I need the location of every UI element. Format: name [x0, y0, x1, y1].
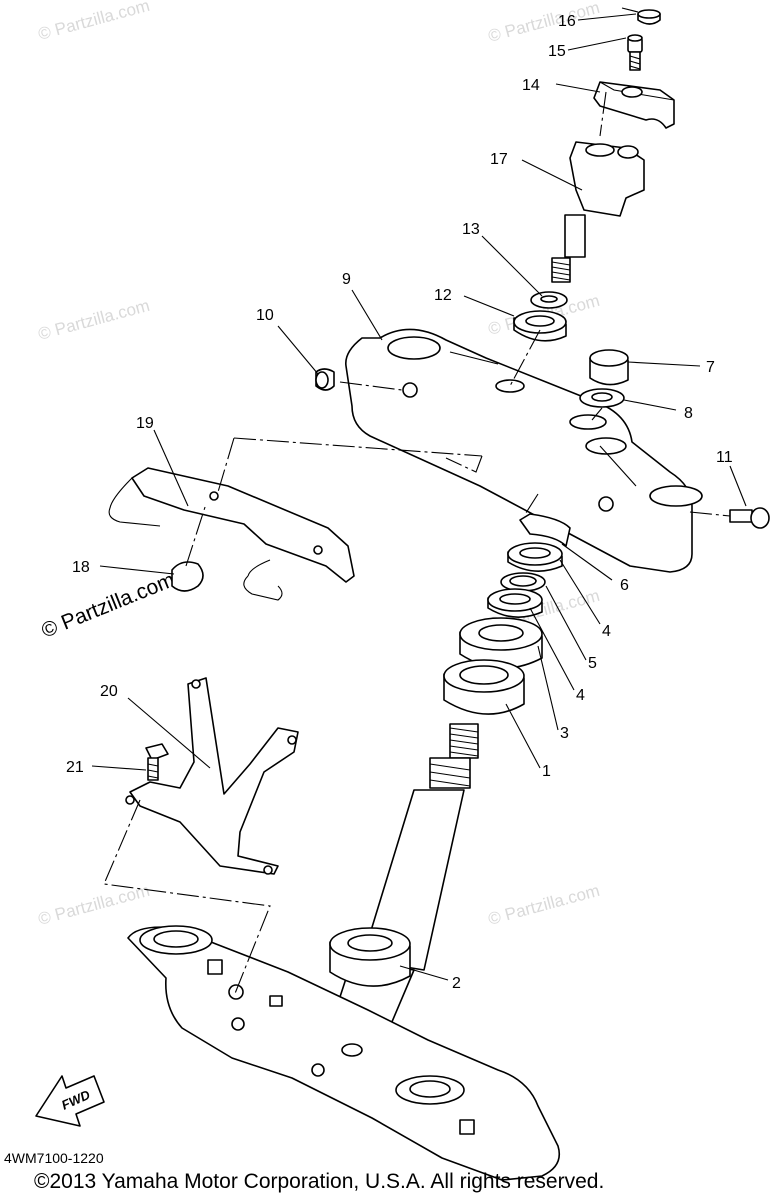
watermark-strong: © Partzilla.com — [38, 568, 178, 642]
nut-7 — [589, 349, 629, 386]
callout-9: 9 — [342, 271, 351, 288]
bearing-2 — [329, 927, 411, 987]
handlebar-holder-upper-14 — [593, 81, 675, 129]
callout-4-lower: 4 — [576, 687, 585, 704]
leader-lines — [91, 13, 747, 981]
callout-2: 2 — [452, 975, 461, 992]
washer-5 — [500, 572, 546, 592]
watermark: © Partzilla.com — [36, 881, 152, 929]
upper-bracket-9 — [345, 328, 703, 573]
watermark: © Partzilla.com — [486, 881, 602, 929]
callout-5: 5 — [588, 655, 597, 672]
bolt-21 — [145, 743, 169, 781]
callout-12: 12 — [434, 287, 452, 304]
watermark: © Partzilla.com — [36, 0, 152, 44]
callout-10: 10 — [256, 307, 274, 324]
wire-guide-19 — [108, 467, 355, 601]
callout-3: 3 — [560, 725, 569, 742]
callout-7: 7 — [706, 359, 715, 376]
bolt-11 — [729, 507, 770, 529]
callout-14: 14 — [522, 77, 540, 94]
callout-6: 6 — [620, 577, 629, 594]
callout-1: 1 — [542, 763, 551, 780]
callout-20: 20 — [100, 683, 118, 700]
cap-10 — [315, 368, 335, 391]
assembly-lines — [103, 7, 731, 997]
washer-8 — [579, 388, 625, 408]
clip-18 — [171, 561, 204, 592]
callout-8: 8 — [684, 405, 693, 422]
copyright-notice: ©2013 Yamaha Motor Corporation, U.S.A. A… — [34, 1170, 605, 1193]
ring-nut-4-upper — [507, 542, 563, 572]
diagram-code: 4WM7100-1220 — [4, 1150, 104, 1166]
cap-16 — [637, 9, 661, 25]
callout-21: 21 — [66, 759, 84, 776]
callout-18: 18 — [72, 559, 90, 576]
handlebar-holder-lower-17 — [551, 141, 645, 283]
washer-13 — [530, 291, 568, 309]
callout-4-upper: 4 — [602, 623, 611, 640]
callout-11: 11 — [716, 449, 733, 466]
lock-washer-6 — [519, 513, 571, 547]
callout-19: 19 — [136, 415, 154, 432]
bearing-12 — [513, 310, 567, 342]
bolt-15 — [627, 34, 643, 71]
stay-20 — [125, 677, 299, 875]
callout-16: 16 — [558, 13, 576, 30]
callout-17: 17 — [490, 151, 508, 168]
watermark: © Partzilla.com — [36, 296, 152, 344]
bearing-1 — [443, 659, 525, 715]
ring-nut-4-lower — [487, 588, 543, 618]
fwd-arrow-icon: FWD — [35, 1075, 105, 1127]
watermark: © Partzilla.com — [486, 0, 602, 46]
callout-13: 13 — [462, 221, 480, 238]
callout-15: 15 — [548, 43, 566, 60]
cover-3 — [459, 617, 543, 669]
callouts: 16 15 14 17 13 12 9 10 7 8 11 6 4 5 4 3 … — [66, 13, 733, 992]
